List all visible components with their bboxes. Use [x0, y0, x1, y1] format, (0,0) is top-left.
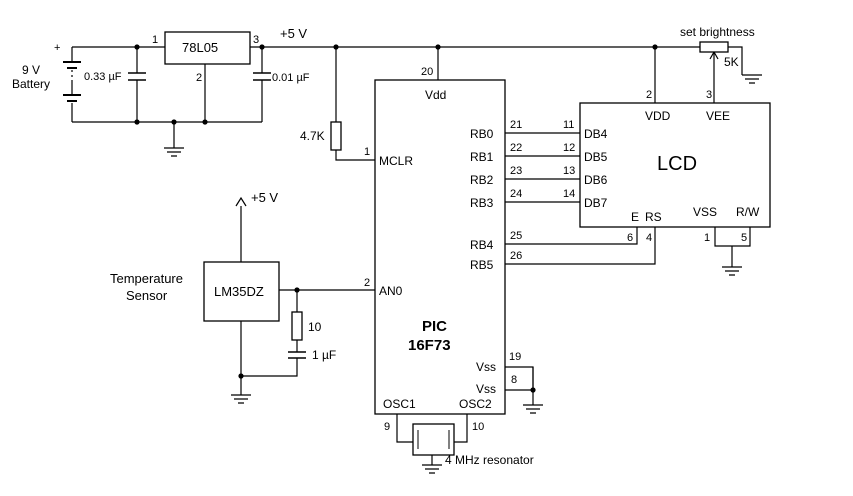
lcd-rw-pin: 5 — [741, 232, 747, 244]
pic-rb-label: RB4 — [470, 238, 494, 252]
brightness-potentiometer: set brightness 5K — [680, 25, 755, 69]
sensor-title-line2: Sensor — [126, 288, 168, 303]
lcd-vee-label: VEE — [706, 109, 730, 123]
pic-mclr-pin: 1 — [364, 146, 370, 158]
mclr-resistor: 4.7K — [300, 121, 342, 151]
pic-rb-pin: 24 — [510, 188, 522, 200]
sensor-name: LM35DZ — [214, 284, 264, 299]
pic-rb-label: RB1 — [470, 150, 494, 164]
pic-an0-label: AN0 — [379, 284, 403, 298]
lcd-e-pin: 6 — [627, 232, 633, 244]
pic-rb-pin: 25 — [510, 230, 522, 242]
lcd-module: LCD 2 3 VDD VEE DB4 11 DB5 12 DB6 13 DB7… — [563, 89, 771, 244]
pic-rb-pin: 22 — [510, 142, 522, 154]
lcd-db-pin: 11 — [563, 119, 574, 131]
regulator-pin-out: 3 — [253, 34, 259, 46]
lcd-db-pin: 14 — [563, 188, 575, 200]
input-cap-value: 0.33 µF — [84, 71, 122, 83]
lcd-rs-label: RS — [645, 210, 662, 224]
ground-icon — [231, 394, 251, 404]
ground-icon — [422, 464, 442, 474]
pic-rb-pin: 26 — [510, 250, 522, 262]
pic-microcontroller: 20 Vdd 1 MCLR 2 AN0 RB0 21 RB1 22 RB2 23… — [364, 66, 522, 433]
pic-osc2-pin: 10 — [472, 421, 484, 433]
regulator-name: 78L05 — [182, 40, 218, 55]
ground-icon — [164, 147, 184, 157]
sensor-resistor-value: 10 — [308, 320, 322, 334]
ground-icon — [722, 266, 742, 276]
regulator-78l05: 78L05 1 2 3 — [152, 31, 259, 84]
pic-vss-label: Vss — [476, 360, 496, 374]
ground-icon — [742, 74, 762, 84]
lcd-db-pin: 13 — [563, 165, 575, 177]
pic-name-line1: PIC — [422, 318, 447, 335]
pic-vdd-pin: 20 — [421, 66, 433, 78]
pic-rb-label: RB5 — [470, 258, 494, 272]
pot-title: set brightness — [680, 25, 755, 39]
regulator-pin-gnd: 2 — [196, 72, 202, 84]
pic-osc1-pin: 9 — [384, 421, 390, 433]
lcd-db-label: DB6 — [584, 173, 608, 187]
sensor-cap-value: 1 µF — [312, 348, 336, 362]
temperature-sensor: +5 V LM35DZ Temperature Sensor — [110, 190, 280, 322]
pic-vss-label: Vss — [476, 382, 496, 396]
pic-vss-pin-b: 8 — [511, 374, 517, 386]
wires — [72, 46, 751, 465]
rail-5v-label: +5 V — [280, 26, 307, 41]
pic-rb-pin: 21 — [510, 119, 522, 131]
battery: + 9 V Battery — [12, 42, 81, 122]
output-cap-value: 0.01 µF — [272, 72, 310, 84]
output-capacitor: 0.01 µF — [253, 72, 310, 84]
resonator-label: 4 MHz resonator — [445, 453, 534, 467]
pic-rb-label: RB2 — [470, 173, 494, 187]
pic-osc2-label: OSC2 — [459, 397, 492, 411]
lcd-db-label: DB4 — [584, 127, 608, 141]
lcd-rs-pin: 4 — [646, 232, 652, 244]
ground-icon — [523, 404, 543, 414]
pic-rb-pins: RB0 21 RB1 22 RB2 23 RB3 24 RB4 25 RB5 2… — [470, 119, 522, 272]
pic-rb-label: RB3 — [470, 196, 494, 210]
regulator-pin-in: 1 — [152, 34, 158, 46]
resonator: 4 MHz resonator — [412, 423, 534, 467]
lcd-db-label: DB5 — [584, 150, 608, 164]
lcd-vee-pin: 3 — [706, 89, 712, 101]
pot-value: 5K — [724, 55, 739, 69]
lcd-rw-label: R/W — [736, 205, 760, 219]
junction-dots — [134, 44, 658, 393]
battery-plus-label: + — [54, 42, 60, 54]
lcd-vdd-label: VDD — [645, 109, 671, 123]
pic-an0-pin: 2 — [364, 277, 370, 289]
pic-vdd-label: Vdd — [425, 88, 446, 102]
input-capacitor: 0.33 µF — [84, 71, 146, 83]
sensor-title-line1: Temperature — [110, 271, 183, 286]
lcd-vss-label: VSS — [693, 205, 717, 219]
lcd-db-label: DB7 — [584, 196, 608, 210]
pic-vss-pin-a: 19 — [509, 351, 521, 363]
lcd-data-pins: DB4 11 DB5 12 DB6 13 DB7 14 — [563, 119, 608, 210]
lcd-title: LCD — [657, 153, 697, 175]
pic-name-line2: 16F73 — [408, 337, 451, 354]
pic-rb-label: RB0 — [470, 127, 494, 141]
lcd-vdd-pin: 2 — [646, 89, 652, 101]
lcd-e-label: E — [631, 210, 639, 224]
battery-voltage-label: 9 V — [22, 63, 40, 77]
mclr-resistor-value: 4.7K — [300, 129, 325, 143]
pic-osc1-label: OSC1 — [383, 397, 416, 411]
battery-label: Battery — [12, 77, 50, 91]
pic-rb-pin: 23 — [510, 165, 522, 177]
sensor-filter: 10 1 µF — [288, 311, 336, 362]
lcd-vss-pin: 1 — [704, 232, 710, 244]
sensor-supply-label: +5 V — [251, 190, 278, 205]
lcd-db-pin: 12 — [563, 142, 575, 154]
pic-mclr-label: MCLR — [379, 154, 413, 168]
